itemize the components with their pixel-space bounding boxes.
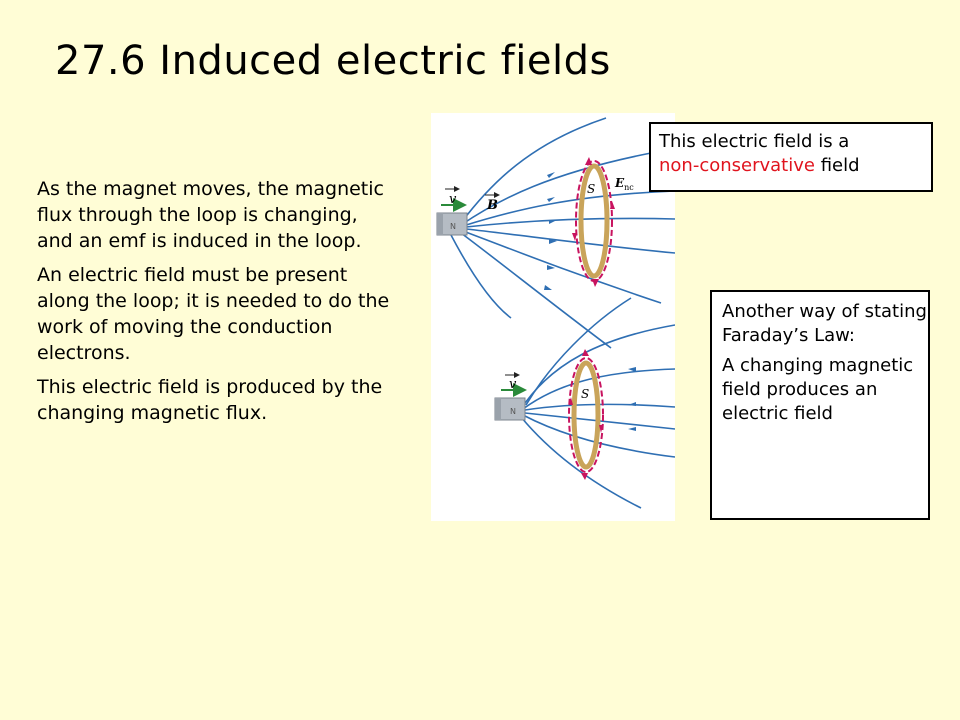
top-field-arrows [544,172,557,290]
faraday-statement: A changing magnetic field produces an el… [722,355,914,424]
top-field-lines [450,117,675,349]
faraday-intro: Another way of stating Faraday’s Law: [722,301,927,346]
callout-top-line2: non-conservative field [659,154,931,178]
velocity-label-top: v [449,192,457,207]
bottom-field-arrows [628,367,636,431]
svg-text:N: N [510,407,516,416]
bottom-magnet: N [494,397,526,421]
surface-label-top: S [587,182,595,196]
callout-top-line1: This electric field is a [659,131,850,152]
top-loop [572,157,615,287]
faraday-law-callout: Another way of stating Faraday’s Law: A … [710,290,930,520]
paragraph-magnet-moves: As the magnet moves, the magnetic flux t… [37,178,384,252]
e-field-label: Enc [614,176,634,192]
explanation-text: As the magnet moves, the magnetic flux t… [37,176,392,434]
velocity-label-bottom: v [509,377,517,392]
bottom-loop [568,349,604,480]
svg-text:N: N [450,222,456,231]
non-conservative-highlight: non-conservative [659,155,815,176]
field-b-label: B [486,198,498,213]
paragraph-field-produced: This electric field is produced by the c… [37,376,383,424]
non-conservative-callout: This electric field is a non-conservativ… [649,122,933,192]
induced-field-figure: N v B S Enc N v [431,113,675,521]
slide-title: 27.6 Induced electric fields [55,38,611,84]
callout-top-rest: field [814,155,860,176]
surface-label-bottom: S [581,387,589,401]
paragraph-electric-field-needed: An electric field must be present along … [37,264,390,364]
top-magnet: N [436,212,468,236]
